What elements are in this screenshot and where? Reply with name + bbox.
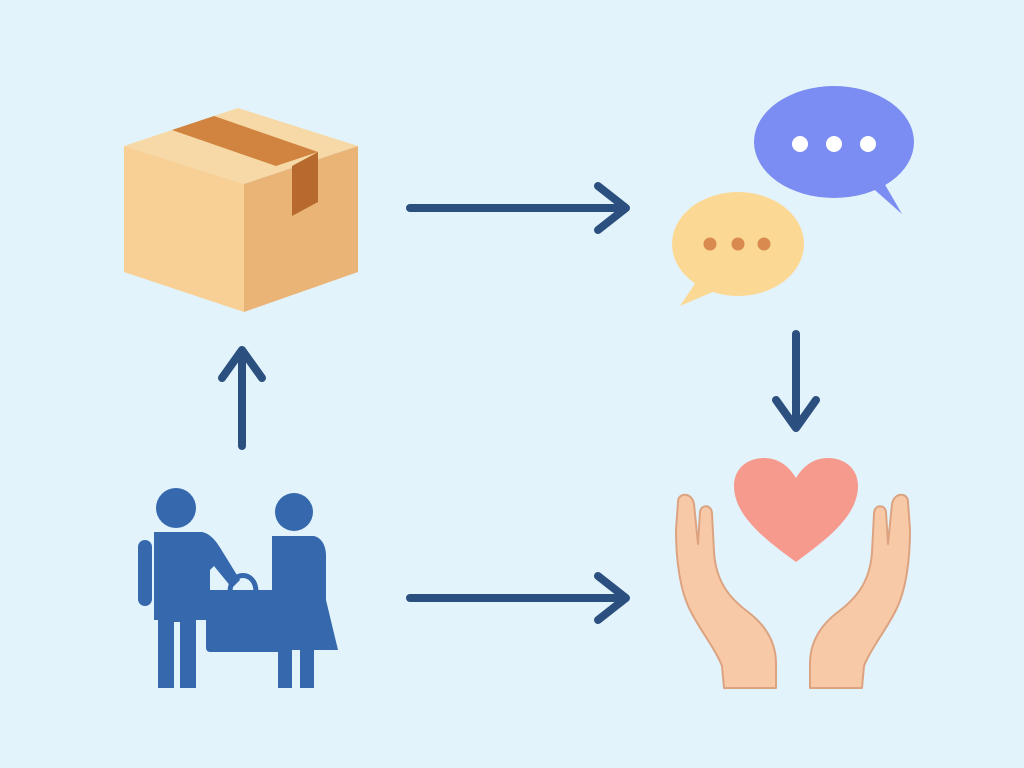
box-tape-top: [172, 116, 318, 166]
node-conversation: [660, 84, 922, 310]
box-left-face: [124, 146, 244, 312]
arrow-right-icon: [406, 182, 630, 234]
hands-heart-icon: [675, 458, 911, 689]
shopping-bag-icon: [206, 573, 288, 652]
arrow-right-icon: [406, 572, 630, 624]
package-box-icon: [124, 108, 358, 312]
arrow-handover-to-package: [210, 338, 274, 456]
chat-bubbles-icon: [672, 86, 914, 306]
arrow-down-icon: [772, 330, 820, 432]
right-hand-icon: [809, 493, 911, 689]
left-hand-icon: [675, 493, 777, 689]
arrow-conversation-to-care: [764, 324, 828, 440]
chat-bubble-blue: [754, 86, 914, 214]
heart-icon: [734, 458, 858, 562]
node-care: [666, 452, 916, 692]
arrow-handover-to-care: [400, 564, 640, 632]
chat-bubble-yellow: [672, 192, 804, 306]
arrow-up-icon: [218, 346, 266, 450]
people-handing-bag-icon: [138, 488, 338, 688]
node-package: [118, 100, 368, 318]
node-handover: [132, 484, 344, 696]
arrow-package-to-conversation: [400, 176, 640, 244]
person-right-icon: [266, 493, 338, 688]
box-right-face: [244, 146, 358, 312]
box-tape-side: [292, 152, 318, 216]
person-left-icon: [138, 488, 240, 688]
